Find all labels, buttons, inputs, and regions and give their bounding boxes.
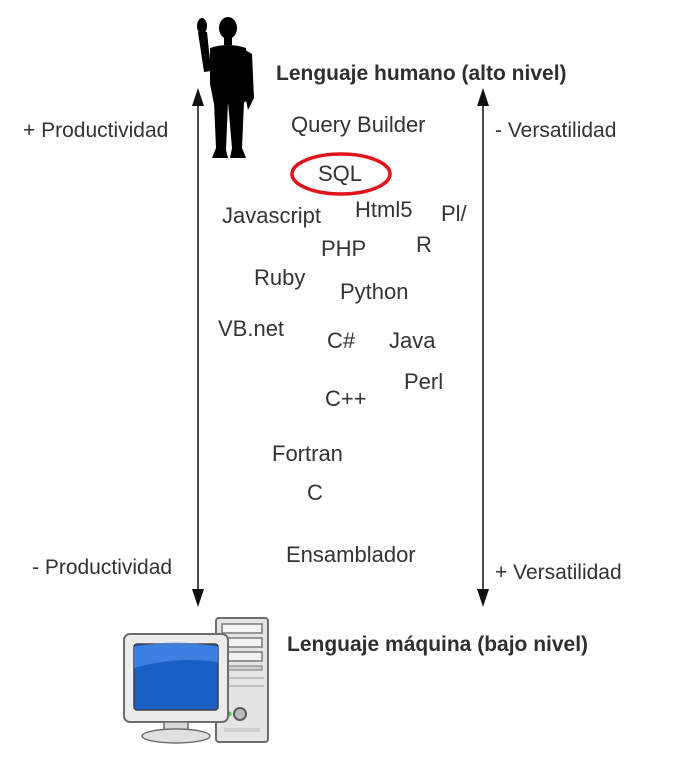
language-query-builder: Query Builder xyxy=(291,112,426,137)
right-bottom-label: + Versatilidad xyxy=(495,561,622,584)
high-level-heading: Lenguaje humano (alto nivel) xyxy=(276,62,567,85)
language-vb-net: VB.net xyxy=(218,316,285,341)
left-top-label: + Productividad xyxy=(23,119,169,142)
human-silhouette-icon xyxy=(197,17,254,158)
language-perl: Perl xyxy=(404,369,444,394)
right-top-label: - Versatilidad xyxy=(495,119,617,142)
language-pl: Pl/ xyxy=(441,201,467,226)
language-ruby: Ruby xyxy=(254,265,306,290)
left-double-arrow xyxy=(192,88,204,607)
language-r: R xyxy=(416,232,432,257)
language-cpp: C++ xyxy=(325,386,367,411)
language-html5: Html5 xyxy=(355,197,413,222)
language-python: Python xyxy=(340,279,409,304)
language-javascript: Javascript xyxy=(222,203,322,228)
low-level-heading: Lenguaje máquina (bajo nivel) xyxy=(287,633,589,656)
language-ensamblador: Ensamblador xyxy=(286,542,416,567)
language-fortran: Fortran xyxy=(272,441,343,466)
language-php: PHP xyxy=(321,236,367,261)
sql-highlight-ring xyxy=(290,152,392,196)
desktop-computer-icon xyxy=(123,617,269,744)
language-c: C xyxy=(307,480,323,505)
right-double-arrow xyxy=(477,88,489,607)
computer-monitor xyxy=(123,633,229,744)
left-bottom-label: - Productividad xyxy=(32,556,173,579)
language-csharp: C# xyxy=(327,328,356,353)
language-sql: SQL xyxy=(318,161,363,186)
language-java: Java xyxy=(389,328,436,353)
